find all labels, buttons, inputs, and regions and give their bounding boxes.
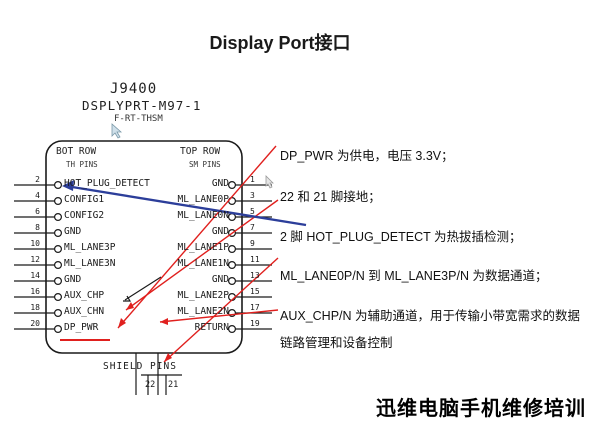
pin-label: GND <box>211 274 229 285</box>
pin-number: 18 <box>30 303 40 312</box>
pin-number: 6 <box>35 207 40 216</box>
connector-body <box>45 140 243 354</box>
note-aux-channel-cont: 链路管理和设备控制 <box>280 336 393 350</box>
pin-label: ML_LANE0N <box>177 210 229 221</box>
pin-label: ML_LANE1N <box>177 258 229 269</box>
pin-label: GND <box>211 178 229 189</box>
page-title: Display Port接口 <box>209 33 351 53</box>
shield-pins-label: SHIELD PINS <box>103 361 177 372</box>
pin-label: AUX_CHP <box>64 290 105 301</box>
red-annotation-lines <box>117 145 279 363</box>
pin-number: 3 <box>250 191 255 200</box>
note-hot-plug: 2 脚 HOT_PLUG_DETECT 为热拔插检测； <box>280 230 522 244</box>
pin-label: GND <box>64 226 82 237</box>
pin-label: RETURN <box>194 322 229 333</box>
pin-number: 1 <box>250 175 255 184</box>
pin-label: CONFIG1 <box>64 194 105 205</box>
pin-label: ML_LANE0P <box>177 194 229 205</box>
pin-label: ML_LANE2N <box>177 306 229 317</box>
pin-label: ML_LANE3N <box>64 258 116 269</box>
left-pin-stubs <box>14 181 62 334</box>
pin-number: 2 <box>35 175 40 184</box>
pin-number: 7 <box>250 223 255 232</box>
pin-number: 5 <box>250 207 255 216</box>
component-part-number: DSPLYPRT-M97-1 <box>82 98 202 113</box>
pin-label: ML_LANE3P <box>64 242 116 253</box>
left-row-subheader: TH PINS <box>66 160 98 169</box>
pin-number: 8 <box>35 223 40 232</box>
pin-label: GND <box>211 226 229 237</box>
note-dp-pwr: DP_PWR 为供电，电压 3.3V； <box>280 149 454 163</box>
shield-pin-number: 21 <box>168 380 179 390</box>
pin-number: 15 <box>250 287 260 296</box>
pin-number: 9 <box>250 239 255 248</box>
pin-number: 16 <box>30 287 40 296</box>
component-ref: J9400 <box>110 81 158 97</box>
right-row-header: TOP ROW <box>180 146 221 157</box>
pin-number: 12 <box>30 255 40 264</box>
note-ground-pins: 22 和 21 脚接地； <box>280 190 381 204</box>
blue-annotation-arrow <box>62 180 307 227</box>
pin-number: 11 <box>250 255 260 264</box>
pin-label: ML_LANE1P <box>177 242 229 253</box>
pin-label: AUX_CHN <box>64 306 105 317</box>
pin-label: DP_PWR <box>64 322 99 333</box>
note-aux-channel: AUX_CHP/N 为辅助通道，用于传输小带宽需求的数据 <box>280 309 581 323</box>
note-data-lanes: ML_LANE0P/N 到 ML_LANE3P/N 为数据通道； <box>280 269 548 283</box>
pin-label: ML_LANE2P <box>177 290 229 301</box>
pin-number: 17 <box>250 303 260 312</box>
shield-pin-number: 22 <box>145 380 156 390</box>
pin-number: 19 <box>250 319 260 328</box>
black-annotation-line <box>123 276 162 302</box>
brand-watermark: 迅维电脑手机维修培训 <box>376 398 586 420</box>
pin-label: HOT_PLUG_DETECT <box>64 178 150 189</box>
pin-label: CONFIG2 <box>64 210 105 221</box>
component-sub-label: F-RT-THSM <box>114 114 163 124</box>
pin-number: 20 <box>30 319 40 328</box>
cursor-icon <box>265 175 274 189</box>
pin-label: GND <box>64 274 82 285</box>
cursor-icon <box>111 123 123 139</box>
pin-number: 4 <box>35 191 40 200</box>
left-row-header: BOT ROW <box>56 146 97 157</box>
pin-number: 10 <box>30 239 40 248</box>
shield-pin-stubs <box>135 353 182 395</box>
right-row-subheader: SM PINS <box>189 160 221 169</box>
pin-number: 13 <box>250 271 260 280</box>
pin-number: 14 <box>30 271 40 280</box>
